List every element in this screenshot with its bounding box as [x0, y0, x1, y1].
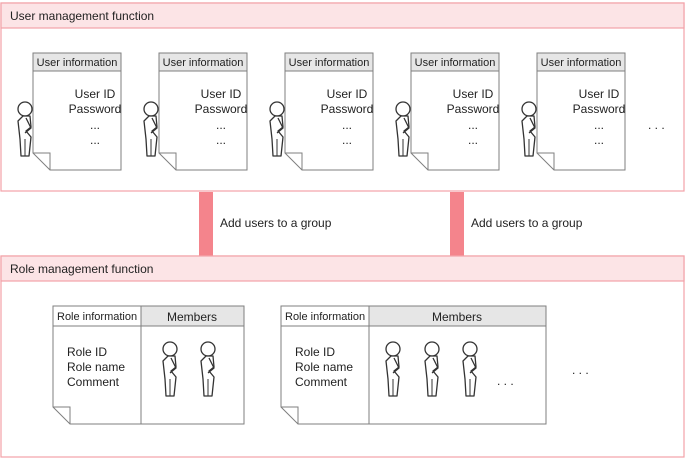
role-card: Role information Members Role ID Role na…: [52, 305, 245, 425]
user-person-icon: [521, 101, 537, 157]
more-users-ellipsis: . . .: [648, 118, 665, 132]
user-field-line: ...: [468, 118, 478, 132]
user-field-line: Password: [195, 102, 248, 116]
user-person-icon: [269, 101, 285, 157]
role-field-line: Comment: [67, 375, 120, 389]
arrow-label: Add users to a group: [471, 216, 583, 230]
user-info-header: User information: [541, 57, 622, 69]
role-section-title: Role management function: [10, 262, 153, 276]
user-field-line: ...: [342, 133, 352, 147]
user-field-line: User ID: [201, 87, 242, 101]
role-management-section: Role management function Role informatio…: [0, 255, 685, 458]
more-roles-ellipsis: . . .: [572, 363, 589, 377]
role-field-line: Role ID: [295, 345, 335, 359]
arrow-label: Add users to a group: [220, 216, 332, 230]
user-field-line: User ID: [327, 87, 368, 101]
user-person-icon: [395, 101, 411, 157]
user-field-line: Password: [321, 102, 374, 116]
user-info-header: User information: [289, 57, 370, 69]
user-section-title: User management function: [10, 9, 154, 23]
user-field-line: ...: [90, 118, 100, 132]
more-members-ellipsis: . . .: [497, 374, 514, 388]
role-card: Role information Members Role ID Role na…: [280, 305, 547, 425]
user-field-line: ...: [468, 133, 478, 147]
role-field-line: Role name: [295, 360, 353, 374]
members-header: Members: [167, 310, 217, 324]
member-person-icon: [462, 341, 478, 397]
user-field-line: ...: [594, 118, 604, 132]
user-field-line: Password: [447, 102, 500, 116]
user-field-line: ...: [90, 133, 100, 147]
role-field-line: Role ID: [67, 345, 107, 359]
user-field-line: Password: [69, 102, 122, 116]
user-field-line: ...: [594, 133, 604, 147]
role-info-header: Role information: [57, 311, 137, 323]
user-person-icon: [17, 101, 33, 157]
member-person-icon: [385, 341, 401, 397]
user-field-line: ...: [342, 118, 352, 132]
user-info-header: User information: [37, 57, 118, 69]
role-field-line: Comment: [295, 375, 348, 389]
member-person-icon: [162, 341, 178, 397]
user-field-line: User ID: [75, 87, 116, 101]
user-field-line: ...: [216, 133, 226, 147]
user-info-header: User information: [415, 57, 496, 69]
user-field-line: Password: [573, 102, 626, 116]
role-info-header: Role information: [285, 311, 365, 323]
member-person-icon: [200, 341, 216, 397]
member-person-icon: [424, 341, 440, 397]
members-header: Members: [432, 310, 482, 324]
user-field-line: ...: [216, 118, 226, 132]
role-field-line: Role name: [67, 360, 125, 374]
user-person-icon: [143, 101, 159, 157]
user-info-header: User information: [163, 57, 244, 69]
user-management-section: User management function User informatio…: [0, 2, 685, 192]
user-field-line: User ID: [579, 87, 620, 101]
user-field-line: User ID: [453, 87, 494, 101]
